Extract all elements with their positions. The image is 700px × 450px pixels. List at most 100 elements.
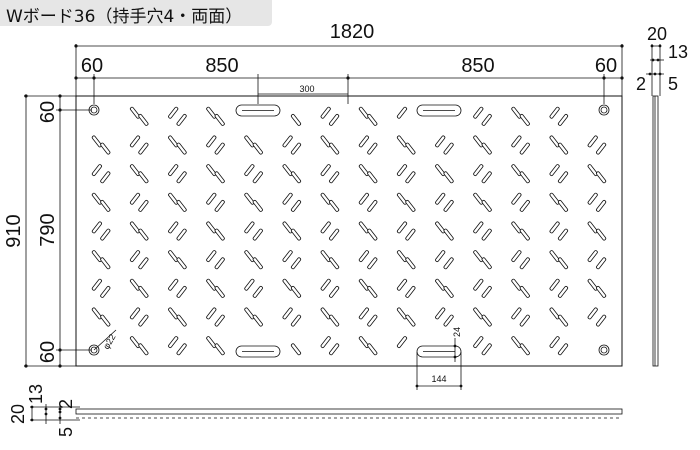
tread-rib xyxy=(435,164,446,177)
tread-rib xyxy=(176,171,187,184)
tread-rib xyxy=(206,336,217,349)
drawing-title: Wボード36（持手穴4・両面） xyxy=(6,7,243,27)
tread-rib xyxy=(100,199,111,212)
tread-rib xyxy=(511,164,522,177)
tread-rib xyxy=(320,221,331,234)
tread-rib xyxy=(176,257,187,270)
tread-rib xyxy=(176,343,187,356)
dim-edge-top: 60 xyxy=(37,101,59,123)
tread-rib xyxy=(557,142,569,155)
tread-rib xyxy=(596,171,607,184)
tread-rib xyxy=(100,171,111,184)
dim-span-height: 790 xyxy=(37,213,59,246)
dim-edge-bottom: 60 xyxy=(37,341,59,363)
tread-rib xyxy=(290,228,302,241)
tread-rib xyxy=(282,135,293,148)
tread-rib xyxy=(549,106,560,119)
tread-rib xyxy=(129,164,141,177)
tread-rib xyxy=(587,250,598,263)
tread-rib xyxy=(129,250,141,263)
tread-rib xyxy=(519,142,530,155)
tread-rib xyxy=(358,307,369,320)
tread-rib xyxy=(443,285,454,298)
board-outline xyxy=(75,95,623,367)
dim-handle-width: 144 xyxy=(431,374,446,384)
dim-edge-right: 60 xyxy=(595,55,617,77)
tread-rib xyxy=(176,285,187,298)
tread-rib xyxy=(511,192,522,205)
tread-rib xyxy=(91,250,102,263)
tread-rib xyxy=(206,221,217,234)
tread-rib xyxy=(367,257,378,270)
tread-rib xyxy=(396,221,408,234)
tread-rib xyxy=(481,343,492,356)
tread-rib xyxy=(511,106,522,119)
tread-rib xyxy=(320,278,331,291)
tread-rib xyxy=(587,135,598,148)
tread-rib xyxy=(443,171,454,184)
tread-rib xyxy=(367,142,378,155)
tread-rib xyxy=(473,135,484,148)
tread-rib xyxy=(129,307,141,320)
tread-rib xyxy=(396,336,408,349)
tread-rib xyxy=(320,164,331,177)
tread-rib xyxy=(596,285,607,298)
handle-slots xyxy=(235,104,462,358)
tread-rib xyxy=(435,250,446,263)
tread-rib xyxy=(473,336,484,349)
tread-rib xyxy=(473,192,484,205)
tread-rib xyxy=(367,285,378,298)
tread-rib xyxy=(100,314,111,327)
tread-rib xyxy=(329,171,340,184)
tread-rib xyxy=(596,228,607,241)
dim-handle-length: 300 xyxy=(299,84,314,94)
tread-rib xyxy=(100,228,111,241)
tread-rib xyxy=(511,221,522,234)
tread-rib xyxy=(206,278,217,291)
tread-rib xyxy=(443,257,454,270)
tread-rib xyxy=(481,199,492,212)
tread-rib xyxy=(290,343,302,356)
tread-rib xyxy=(557,257,569,270)
tread-rib xyxy=(587,307,598,320)
tread-rib xyxy=(557,228,569,241)
tread-rib xyxy=(138,343,149,356)
tread-rib xyxy=(290,171,302,184)
tread-rib xyxy=(329,257,340,270)
tread-pattern xyxy=(91,106,607,356)
tread-rib xyxy=(519,113,530,126)
tread-rib xyxy=(206,192,217,205)
tread-rib xyxy=(129,106,141,119)
tread-rib xyxy=(549,135,560,148)
tread-rib xyxy=(405,285,416,298)
tread-rib xyxy=(405,257,416,270)
tread-rib xyxy=(252,199,263,212)
tread-rib xyxy=(138,285,149,298)
tread-rib xyxy=(282,278,293,291)
tread-rib xyxy=(557,113,569,126)
tread-rib xyxy=(557,285,569,298)
tread-rib xyxy=(214,257,225,270)
tread-rib xyxy=(557,314,569,327)
tread-rib xyxy=(138,228,149,241)
tread-rib xyxy=(549,336,560,349)
tread-rib xyxy=(282,164,293,177)
dim-bottom-total: 20 xyxy=(8,404,28,424)
tread-rib xyxy=(587,164,598,177)
tread-rib xyxy=(435,278,446,291)
tread-rib xyxy=(320,192,331,205)
tread-rib xyxy=(405,199,416,212)
tread-rib xyxy=(396,278,408,291)
tread-rib xyxy=(176,199,187,212)
tread-rib xyxy=(214,171,225,184)
tread-rib xyxy=(443,199,454,212)
tread-rib xyxy=(329,113,340,126)
tread-rib xyxy=(176,113,187,126)
tread-rib xyxy=(329,228,340,241)
tread-rib xyxy=(138,199,149,212)
tread-rib xyxy=(367,228,378,241)
tread-rib xyxy=(129,192,141,205)
tread-rib xyxy=(320,307,331,320)
tread-rib xyxy=(91,221,102,234)
tread-rib xyxy=(549,278,560,291)
